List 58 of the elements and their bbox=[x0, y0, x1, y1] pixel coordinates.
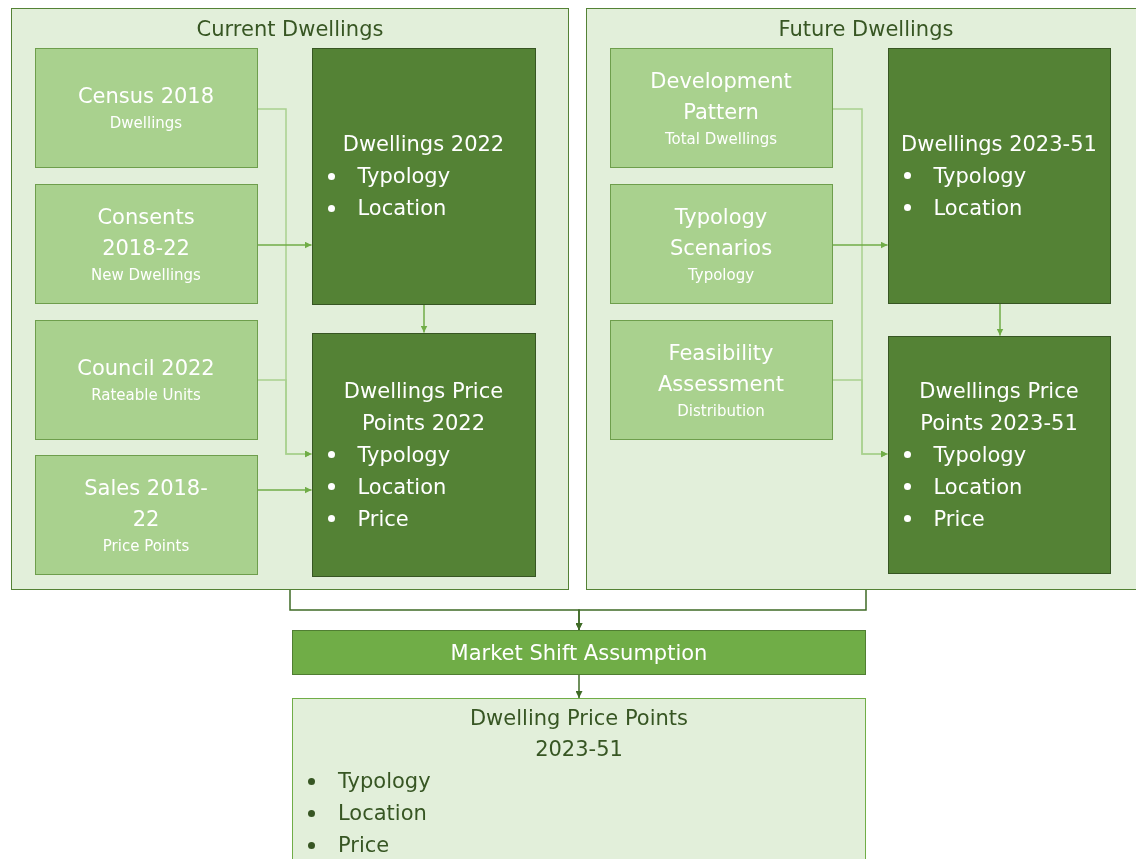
output-box bbox=[311, 47, 536, 305]
box-title: Consents 2018-22 bbox=[96, 203, 196, 262]
arrow bbox=[420, 303, 428, 334]
box-subtitle: Total Dwellings bbox=[664, 128, 778, 150]
group-panel bbox=[586, 8, 1136, 590]
source-box bbox=[34, 319, 258, 440]
source-box bbox=[34, 47, 258, 168]
box-title: Dwellings Price Points 2022 bbox=[342, 377, 505, 437]
output-box bbox=[887, 335, 1111, 574]
box-title: Dwellings 2023-51 bbox=[900, 130, 1098, 158]
output-box bbox=[311, 332, 536, 577]
arrow bbox=[831, 241, 889, 249]
bullet-text: Typology bbox=[933, 441, 1027, 469]
bullet-text: Location bbox=[933, 473, 1023, 501]
source-box bbox=[34, 183, 258, 304]
bullet-text: Typology bbox=[357, 163, 451, 190]
box-title: Typology Scenarios bbox=[668, 203, 774, 262]
arrow bbox=[256, 486, 313, 494]
box-title: Dwellings Price Points 2023-51 bbox=[918, 377, 1080, 437]
box-title: Sales 2018-22 bbox=[83, 474, 209, 533]
box-subtitle: Price Points bbox=[102, 535, 190, 557]
output-box bbox=[887, 47, 1111, 304]
box-title: Development Pattern bbox=[649, 67, 793, 126]
panel-title: Future Dwellings bbox=[777, 17, 955, 41]
source-box bbox=[609, 183, 833, 304]
box-title: Dwellings 2022 bbox=[341, 131, 506, 158]
bullet-text: Typology bbox=[357, 441, 451, 469]
source-box bbox=[34, 454, 258, 575]
bullet-text: Price bbox=[357, 505, 409, 533]
group-panel bbox=[11, 8, 569, 590]
arrow bbox=[256, 241, 313, 249]
bullet-text: Location bbox=[933, 194, 1023, 222]
box-subtitle: Dwellings bbox=[109, 113, 183, 134]
bullet-text: Typology bbox=[933, 162, 1027, 190]
arrow bbox=[256, 379, 313, 458]
bullet-text: Location bbox=[338, 800, 427, 827]
bullet-text: Price bbox=[338, 832, 390, 859]
bullet-text: Price bbox=[933, 505, 985, 533]
arrow bbox=[575, 589, 867, 631]
box-subtitle: Distribution bbox=[677, 400, 765, 422]
box-title: Dwelling Price Points 2023-51 bbox=[468, 705, 690, 763]
result-box bbox=[292, 698, 866, 859]
bullet-text: Location bbox=[357, 195, 447, 222]
arrow bbox=[575, 674, 583, 699]
box-subtitle: Typology bbox=[687, 264, 755, 286]
panel-title: Current Dwellings bbox=[195, 17, 385, 41]
process-bar: Market Shift Assumption bbox=[292, 630, 866, 675]
arrow bbox=[996, 302, 1004, 337]
box-title: Feasibility Assessment bbox=[657, 339, 785, 398]
source-box bbox=[609, 319, 833, 440]
box-title: Council 2022 bbox=[76, 355, 216, 382]
box-subtitle: Rateable Units bbox=[91, 385, 201, 406]
box-subtitle: New Dwellings bbox=[91, 264, 201, 286]
bullet-text: Location bbox=[357, 473, 447, 501]
box-title: Census 2018 bbox=[76, 83, 216, 110]
bullet-text: Typology bbox=[338, 768, 431, 795]
source-box bbox=[609, 47, 833, 168]
arrow bbox=[831, 379, 889, 458]
